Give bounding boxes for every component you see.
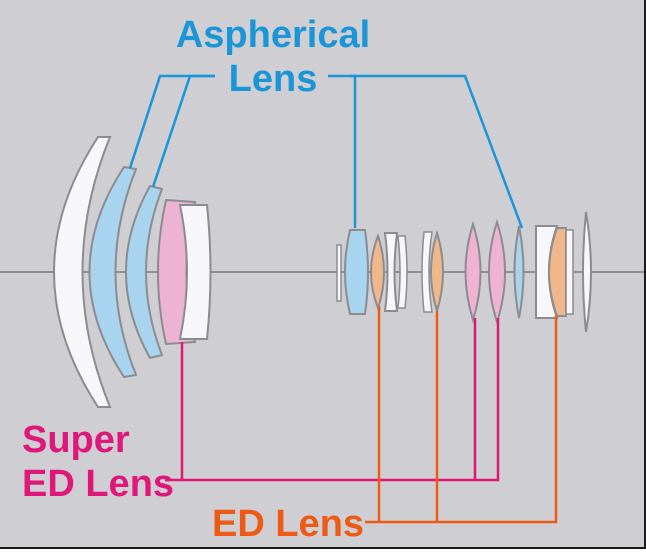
rear-element-3 bbox=[383, 232, 399, 312]
front-element-3-aspherical bbox=[125, 184, 164, 360]
rear-element-5-ed bbox=[430, 229, 444, 315]
super-ed-callout-lines bbox=[165, 318, 500, 482]
super-ed-label-line2: ED Lens bbox=[22, 463, 174, 505]
rear-element-4 bbox=[397, 235, 408, 309]
ed-lens-label: ED Lens bbox=[212, 503, 364, 545]
ed-callout-lines bbox=[365, 306, 558, 524]
rear-element-12 bbox=[565, 229, 574, 315]
rear-element-11-ed bbox=[548, 227, 567, 317]
front-element-1 bbox=[53, 136, 112, 408]
super-ed-label-line1: Super bbox=[22, 419, 130, 461]
rear-element-13 bbox=[582, 211, 592, 333]
rear-element-2-ed bbox=[370, 233, 385, 311]
aspherical-callout-lines bbox=[128, 74, 524, 229]
rear-element-8-super-ed bbox=[488, 218, 506, 326]
front-element-5 bbox=[178, 204, 212, 340]
rear-element-7-super-ed bbox=[464, 220, 482, 324]
rear-element-1-aspherical bbox=[344, 229, 369, 315]
rear-element-9-aspherical bbox=[513, 225, 525, 319]
rear-element-6 bbox=[421, 231, 433, 313]
rear-spacer-left bbox=[336, 244, 342, 302]
aspherical-label-line2: Lens bbox=[229, 58, 318, 100]
aspherical-label-line1: Aspherical bbox=[176, 14, 370, 56]
front-element-2-aspherical bbox=[88, 165, 138, 379]
